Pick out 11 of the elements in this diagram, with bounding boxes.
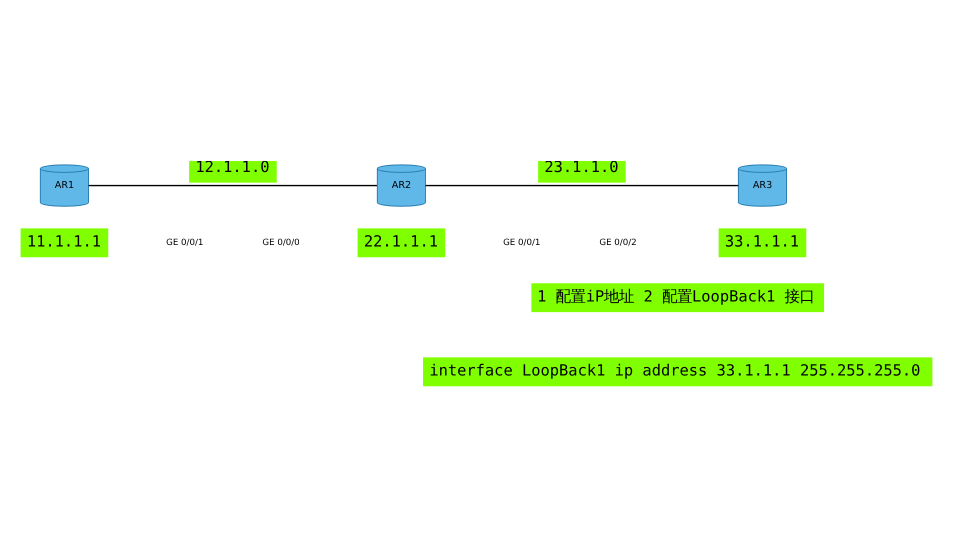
edge-label: 23.1.1.0 bbox=[544, 157, 619, 176]
label: interface LoopBack1 ip address 33.1.1.1 255.255.255.0 bbox=[429, 361, 920, 380]
node-label: 11.1.1.1 bbox=[26, 232, 102, 250]
edge-label: 12.1.1.0 bbox=[195, 157, 270, 176]
node-label: 22.1.1.1 bbox=[364, 232, 438, 250]
label: GE 0/0/2 bbox=[599, 237, 637, 248]
label: GE 0/0/0 bbox=[262, 237, 300, 248]
label: GE 0/0/1 bbox=[166, 237, 204, 248]
node-label: 33.1.1.1 bbox=[724, 232, 800, 250]
label: GE 0/0/1 bbox=[503, 237, 540, 248]
label: 1 配置iP地址 2 配置LoopBack1 接口 bbox=[537, 286, 815, 305]
